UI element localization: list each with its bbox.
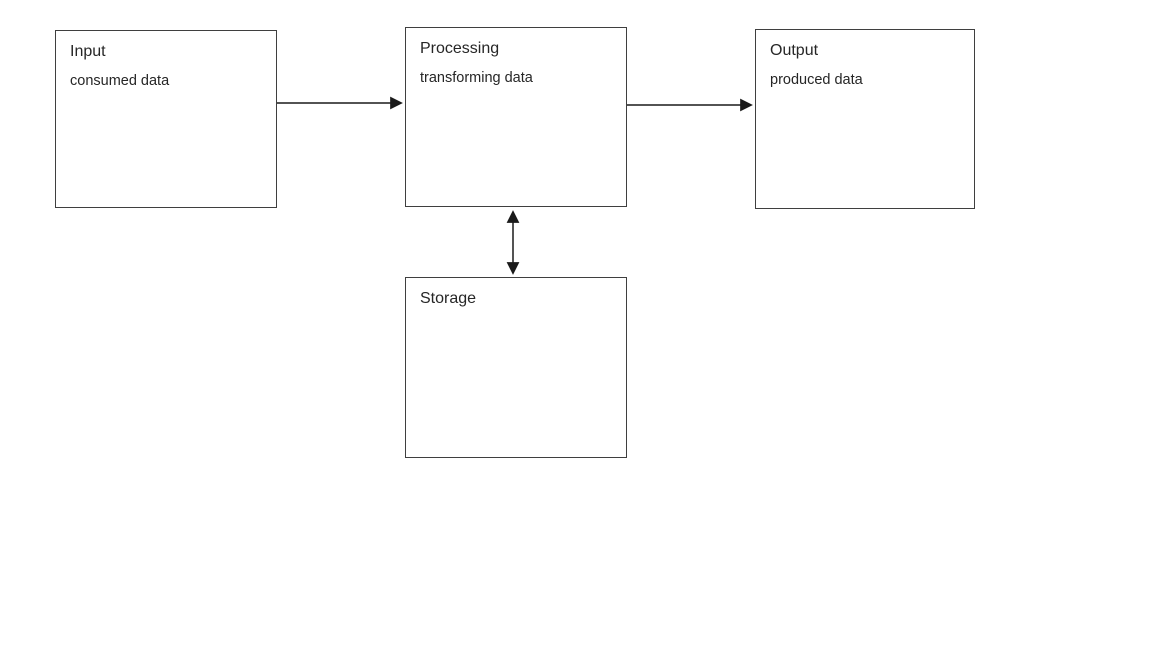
node-output-subtitle: produced data <box>770 72 863 88</box>
node-storage-title: Storage <box>420 290 477 307</box>
node-output: Output produced data <box>755 29 975 209</box>
node-input-title: Input <box>70 43 106 60</box>
node-input: Input consumed data <box>55 30 277 208</box>
node-processing-title: Processing <box>420 40 500 57</box>
node-processing: Processing transforming data <box>405 27 627 207</box>
node-output-title: Output <box>770 42 819 59</box>
node-processing-subtitle: transforming data <box>420 70 533 86</box>
node-storage: Storage <box>405 277 627 458</box>
node-input-subtitle: consumed data <box>70 73 170 89</box>
